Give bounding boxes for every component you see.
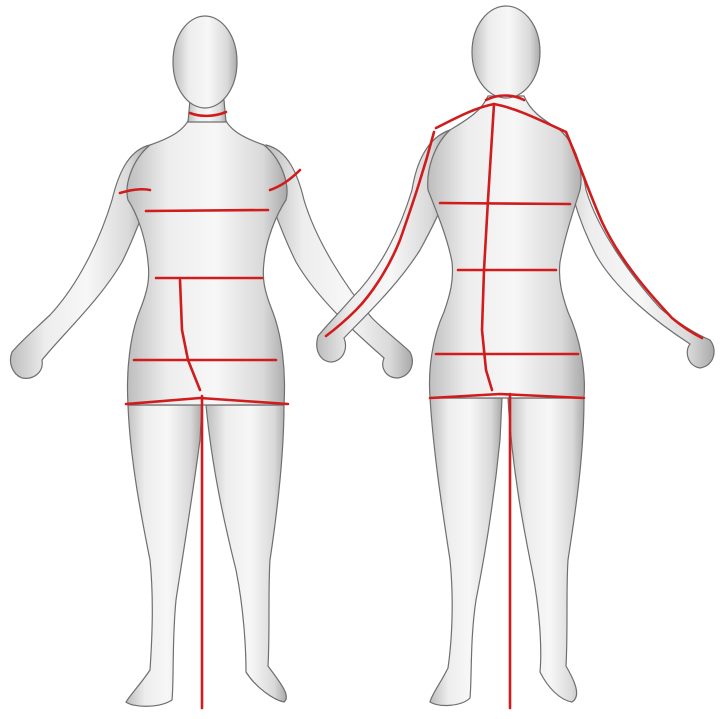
back-head [472,6,540,98]
back-chest-line [440,203,570,204]
back-view-figure [317,6,714,708]
front-view-figure [10,16,412,708]
back-right-leg [508,398,584,702]
front-right-leg [206,405,286,702]
front-torso [127,116,287,405]
front-bust-line [146,210,268,211]
front-head [173,16,237,108]
front-left-leg [126,405,202,706]
back-left-leg [430,398,502,705]
